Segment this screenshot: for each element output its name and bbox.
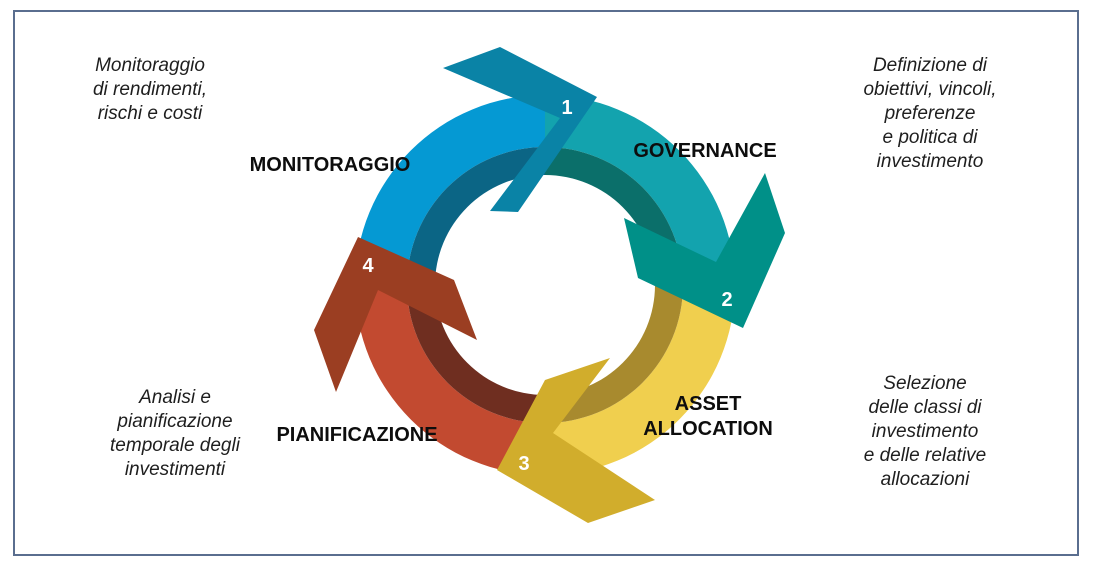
phase-label-pianificazione: PIANIFICAZIONE [276, 424, 437, 446]
monitoraggio-description: Monitoraggio di rendimenti, rischi e cos… [92, 55, 208, 124]
phase-number-4: 4 [362, 255, 374, 277]
asset-allocation-description: Selezione delle classi di investimento e… [863, 373, 987, 490]
phase-label-governance: GOVERNANCE [633, 140, 776, 162]
phase-number-2: 2 [721, 289, 732, 311]
arrow-1 [443, 47, 597, 212]
segment-pianificazione [355, 285, 545, 475]
segment-monitoraggio [355, 95, 545, 285]
phase-number-3: 3 [518, 453, 529, 475]
arrow-3 [497, 358, 655, 523]
phase-label-allocation: ALLOCATION [643, 418, 773, 440]
segment-governance [545, 95, 735, 285]
governance-description: Definizione di obiettivi, vincoli, prefe… [863, 55, 997, 172]
arrow-2 [624, 173, 785, 328]
phase-label-monitoraggio: MONITORAGGIO [250, 154, 411, 176]
phase-label-asset: ASSET [675, 393, 742, 415]
pianificazione-description: Analisi e pianificazione temporale degli… [110, 387, 240, 480]
arrow-4 [314, 237, 477, 392]
phase-number-1: 1 [561, 97, 572, 119]
segment-asset-allocation [545, 285, 735, 475]
